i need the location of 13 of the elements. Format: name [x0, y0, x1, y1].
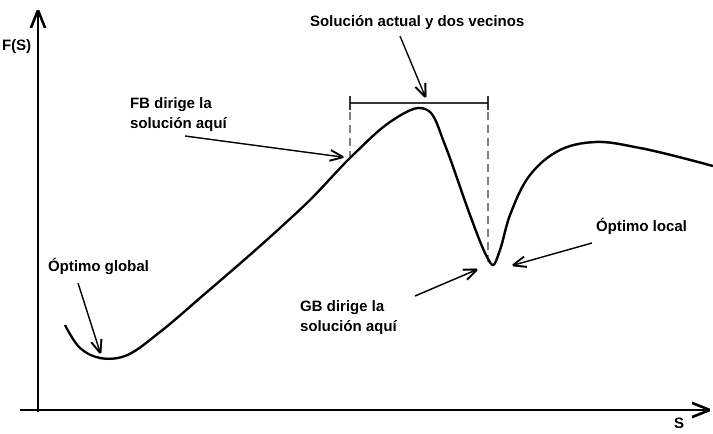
axis-label: F(S): [2, 36, 32, 56]
annotation-text: Óptimo global: [48, 257, 178, 277]
leader-arrow: [77, 282, 102, 354]
leader-arrow: [414, 268, 478, 297]
annotation-text: Óptimo local: [596, 217, 711, 237]
axis-label: S: [674, 414, 684, 434]
leader-arrow: [184, 135, 344, 162]
annotation-text: FB dirige la solución aquí: [130, 94, 250, 134]
annotation-text: Solución actual y dos vecinos: [310, 12, 560, 32]
leader-arrow: [399, 36, 427, 98]
leader-arrow: [512, 242, 592, 268]
neighborhood-bracket: [349, 95, 489, 111]
annotation-text: GB dirige la solución aquí: [300, 297, 420, 337]
